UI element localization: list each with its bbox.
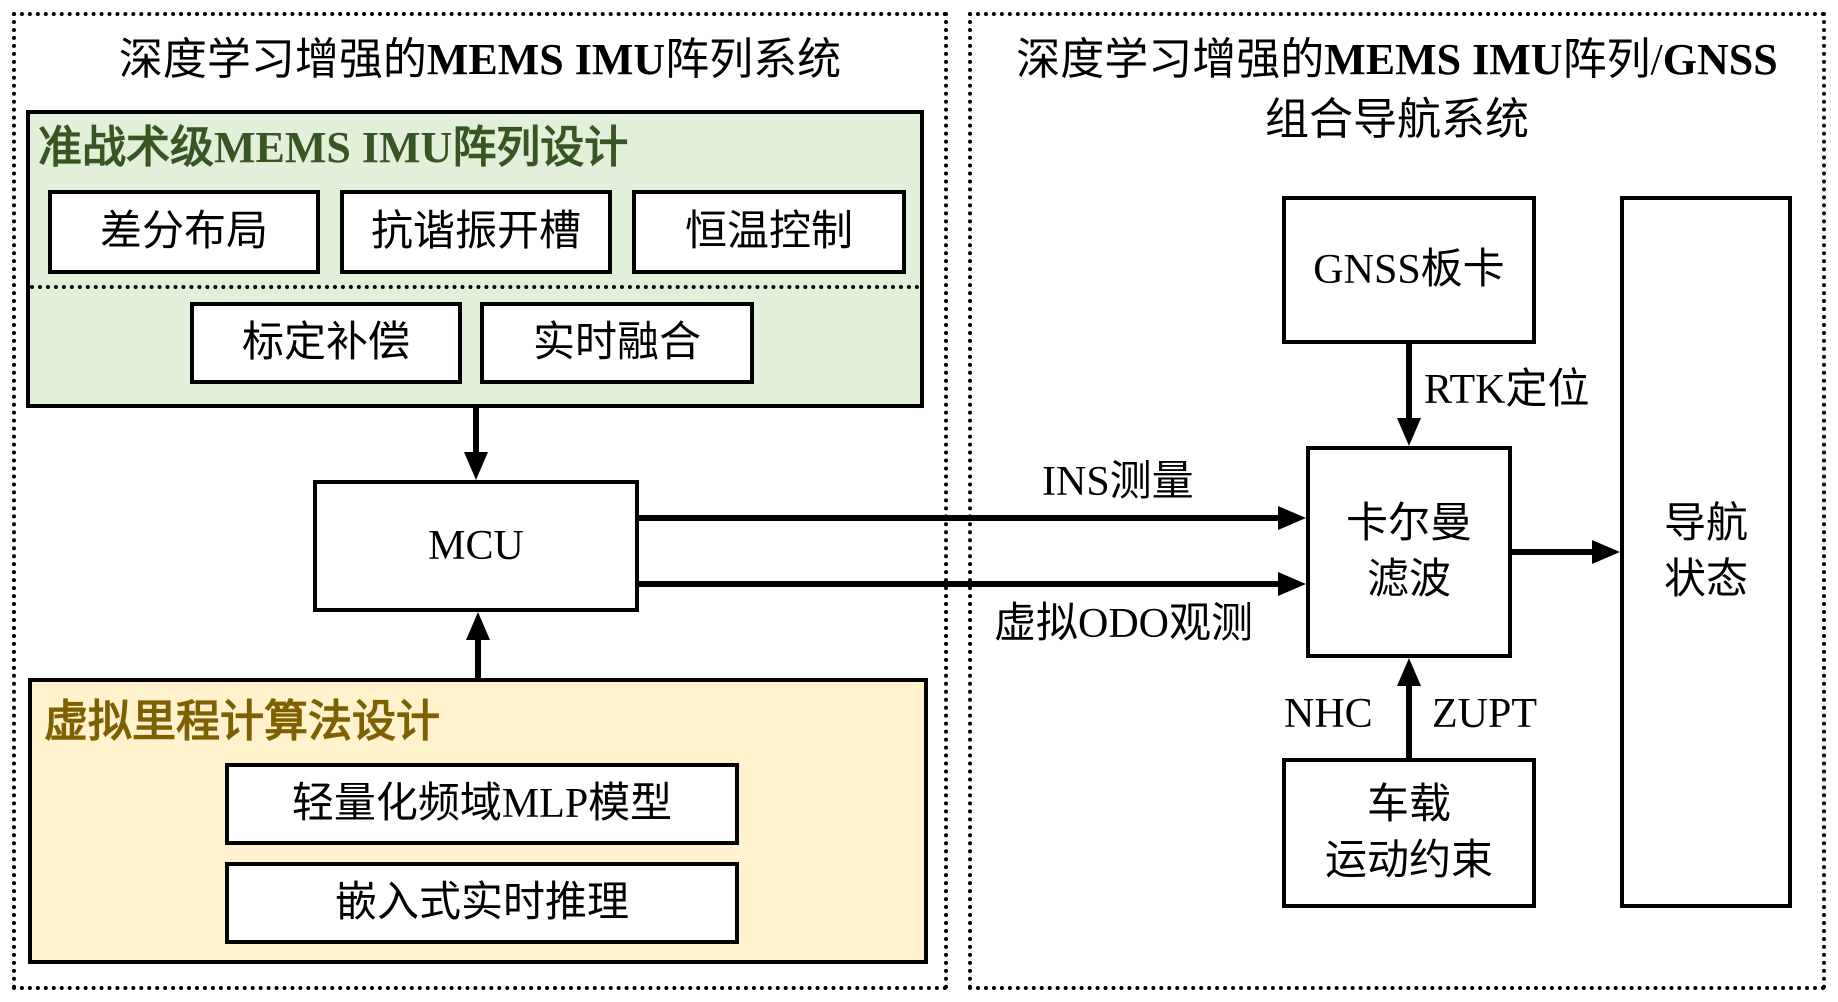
nhc-label: NHC xyxy=(1284,691,1373,737)
arrow-virtual-odo xyxy=(639,572,1306,596)
rtk-positioning-label: RTK定位 xyxy=(1424,367,1590,413)
zupt-label: ZUPT xyxy=(1432,691,1537,737)
arrow-imu-to-mcu xyxy=(464,408,488,480)
thermostatic-control-box: 恒温控制 xyxy=(632,190,906,274)
virtual-odometer-title: 虚拟里程计算法设计 xyxy=(44,697,440,746)
vehicle-motion-constraint-box: 车载 运动约束 xyxy=(1282,758,1536,908)
kalman-line2: 滤波 xyxy=(1366,557,1451,603)
arrow-vehicle-to-kalman xyxy=(1397,658,1421,758)
mcu-box: MCU xyxy=(313,480,639,612)
kalman-line1: 卡尔曼 xyxy=(1345,501,1472,547)
vehicle-line2: 运动约束 xyxy=(1324,838,1493,884)
imu-group-divider xyxy=(30,285,920,289)
right-system-panel xyxy=(968,12,1826,990)
left-system-panel xyxy=(12,12,948,990)
vehicle-line1: 车载 xyxy=(1366,782,1451,828)
nav-state-line2: 状态 xyxy=(1663,557,1748,603)
calibration-compensation-box: 标定补偿 xyxy=(190,302,462,384)
left-system-title: 深度学习增强的MEMS IMU阵列系统 xyxy=(118,35,842,84)
arrow-gnss-to-kalman xyxy=(1397,344,1421,446)
nav-state-line1: 导航 xyxy=(1663,501,1748,547)
realtime-fusion-box: 实时融合 xyxy=(480,302,754,384)
navigation-state-box: 导航 状态 xyxy=(1620,196,1792,908)
kalman-filter-box: 卡尔曼 滤波 xyxy=(1306,446,1512,658)
lightweight-mlp-model-box: 轻量化频域MLP模型 xyxy=(225,763,739,845)
arrow-kalman-to-nav xyxy=(1512,540,1620,564)
anti-resonance-slot-box: 抗谐振开槽 xyxy=(340,190,612,274)
embedded-inference-box: 嵌入式实时推理 xyxy=(225,862,739,944)
ins-measurement-label: INS测量 xyxy=(1042,459,1194,505)
imu-array-design-title: 准战术级MEMS IMU阵列设计 xyxy=(38,123,629,172)
right-system-title-line1: 深度学习增强的MEMS IMU阵列/GNSS xyxy=(1016,35,1778,84)
differential-layout-box: 差分布局 xyxy=(48,190,320,274)
gnss-board-box: GNSS板卡 xyxy=(1282,196,1536,344)
arrow-ins-measurement xyxy=(639,506,1306,530)
virtual-odo-observation-label: 虚拟ODO观测 xyxy=(994,601,1253,647)
arrow-odometer-to-mcu xyxy=(466,612,490,678)
right-system-title-line2: 组合导航系统 xyxy=(1265,95,1529,144)
